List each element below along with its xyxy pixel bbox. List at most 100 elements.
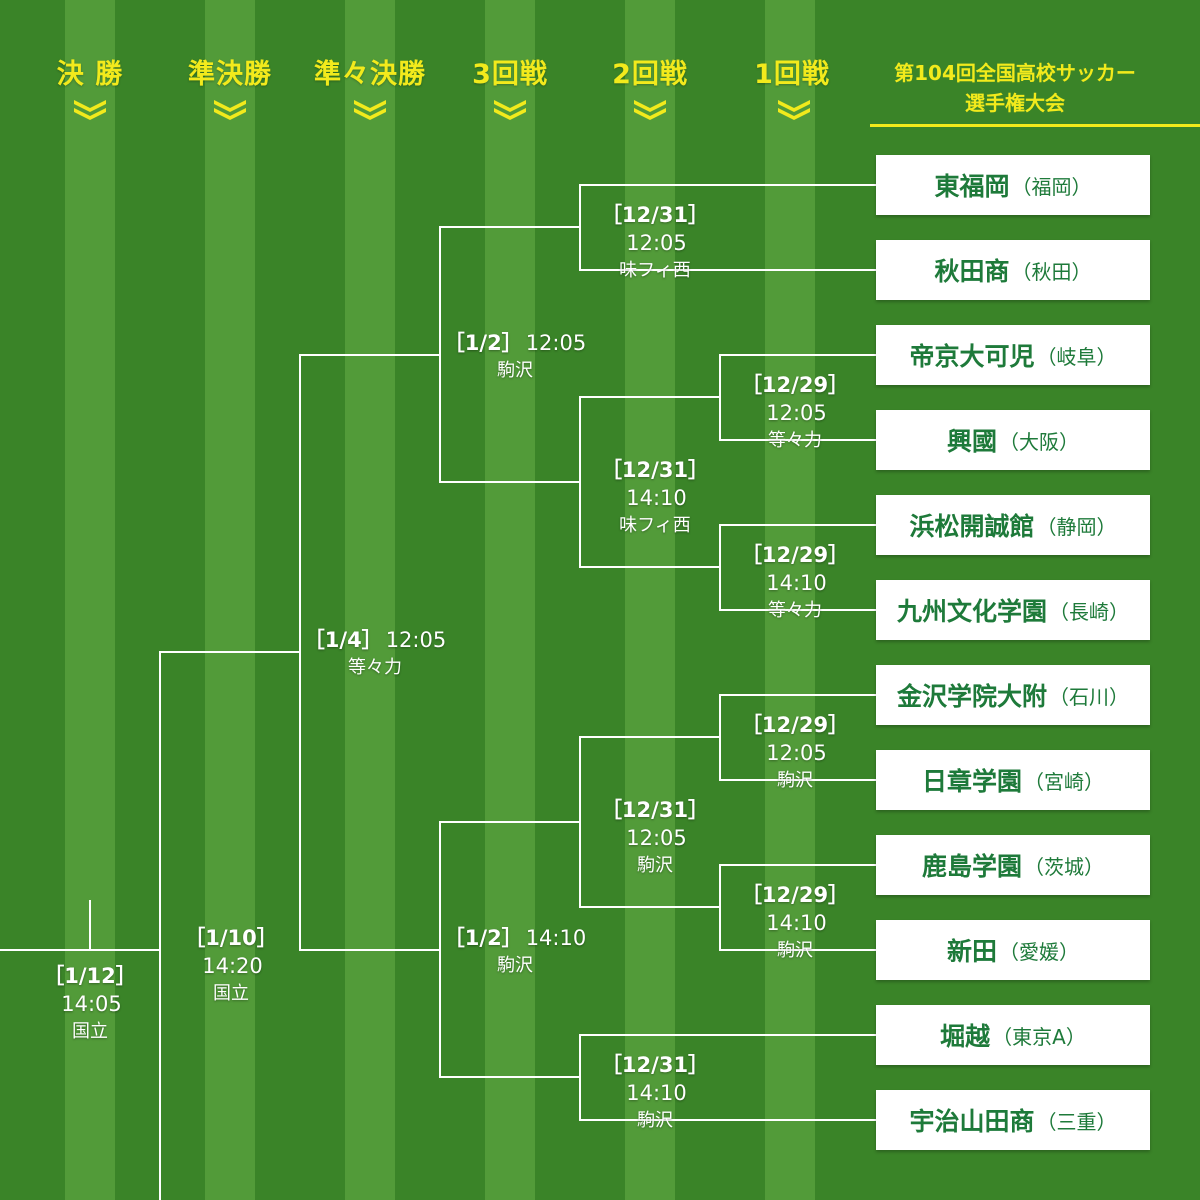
match-venue: 等々力 — [768, 430, 822, 451]
tournament-title-line2: 選手権大会 — [965, 91, 1065, 115]
match-venue: 駒沢 — [637, 855, 673, 876]
match-date: ［1/12］ — [43, 964, 137, 988]
round-label-final: 決 勝 — [56, 59, 124, 90]
match-venue: 味フィ西 — [619, 515, 691, 536]
match-venue: 駒沢 — [777, 770, 813, 791]
team-name: 堀越 — [940, 1022, 991, 1051]
round-label-round3: 3回戦 — [472, 59, 548, 90]
round-label-semifinal: 準決勝 — [188, 59, 272, 90]
team-name: 興國 — [946, 427, 997, 456]
team-name: 秋田商 — [934, 257, 1010, 286]
team-name: 宇治山田商 — [909, 1107, 1035, 1136]
match-time: 12:05 — [626, 826, 687, 850]
chevron-down-icon — [214, 100, 246, 120]
match-date: ［12/31］ — [600, 203, 710, 227]
match-time: 14:05 — [61, 992, 122, 1016]
chevron-down-icon — [634, 100, 666, 120]
match-info: ［12/29］ 12:05 等々力 — [720, 372, 870, 454]
match-info: ［12/31］ 12:05 味フィ西 — [580, 202, 730, 284]
match-date: ［1/10］ — [184, 926, 278, 950]
match-venue: 駒沢 — [777, 940, 813, 961]
team-prefecture: （秋田） — [1011, 259, 1092, 284]
team-prefecture: （福岡） — [1011, 174, 1092, 199]
team-box: 堀越（東京A） — [876, 1005, 1150, 1065]
team-prefecture: （石川） — [1049, 684, 1129, 709]
match-date: ［12/29］ — [740, 713, 850, 737]
team-box: 帝京大可児（岐阜） — [876, 325, 1150, 385]
match-time: 14:20 — [202, 954, 263, 978]
match-time: 14:10 — [626, 486, 687, 510]
match-time: 12:05 — [766, 401, 827, 425]
match-time: 12:05 — [766, 741, 827, 765]
team-prefecture: （静岡） — [1036, 514, 1117, 539]
team-box: 鹿島学園（茨城） — [876, 835, 1150, 895]
match-date: ［12/29］ — [740, 543, 850, 567]
team-prefecture: （大阪） — [999, 429, 1079, 454]
match-time: 14:10 — [766, 571, 827, 595]
chevron-down-icon — [354, 100, 386, 120]
round-label-quarterfinal: 準々決勝 — [314, 59, 426, 90]
match-info: ［1/12］ 14:05 国立 — [15, 963, 165, 1045]
match-venue: 国立 — [72, 1021, 108, 1042]
match-date: ［12/29］ — [740, 373, 850, 397]
team-box: 新田（愛媛） — [876, 920, 1150, 980]
team-name: 浜松開誠館 — [909, 512, 1035, 541]
match-date: ［12/31］ — [600, 458, 710, 482]
round-label-round1: 1回戦 — [754, 59, 830, 90]
team-prefecture: （愛媛） — [999, 939, 1079, 964]
team-box: 興國（大阪） — [876, 410, 1150, 470]
match-info: ［1/2］14:10 駒沢 — [440, 925, 590, 979]
tournament-title: 第104回全国高校サッカー 選手権大会 — [870, 58, 1160, 118]
chevron-down-icon — [494, 100, 526, 120]
team-box: 東福岡（福岡） — [876, 155, 1150, 215]
match-info: ［1/10］ 14:20 国立 — [156, 925, 306, 1007]
chevron-down-icon — [74, 100, 106, 120]
match-time: 14:10 — [766, 911, 827, 935]
match-venue: 等々力 — [348, 657, 402, 678]
team-prefecture: （宮崎） — [1024, 769, 1104, 794]
match-venue: 駒沢 — [637, 1110, 673, 1131]
team-prefecture: （長崎） — [1049, 599, 1129, 624]
team-box: 秋田商（秋田） — [876, 240, 1150, 300]
team-name: 新田 — [946, 937, 997, 966]
match-date: ［12/31］ — [600, 798, 710, 822]
team-name: 日章学園 — [921, 767, 1022, 796]
match-info: ［12/29］ 14:10 等々力 — [720, 542, 870, 624]
match-date: ［1/2］ — [443, 331, 523, 355]
team-name: 東福岡 — [934, 172, 1010, 201]
team-name: 金沢学院大附 — [896, 682, 1047, 711]
match-time: 14:10 — [626, 1081, 687, 1105]
team-box: 金沢学院大附（石川） — [876, 665, 1150, 725]
team-box: 浜松開誠館（静岡） — [876, 495, 1150, 555]
match-venue: 等々力 — [768, 600, 822, 621]
match-time: 12:05 — [626, 231, 687, 255]
team-box: 宇治山田商（三重） — [876, 1090, 1150, 1150]
match-info: ［1/2］12:05 駒沢 — [440, 330, 590, 384]
match-time: 12:05 — [525, 331, 587, 355]
match-venue: 味フィ西 — [619, 260, 691, 281]
match-venue: 駒沢 — [497, 360, 533, 381]
team-name: 九州文化学園 — [896, 597, 1047, 626]
match-date: ［1/4］ — [303, 628, 383, 652]
team-prefecture: （三重） — [1036, 1109, 1117, 1134]
team-prefecture: （茨城） — [1024, 854, 1104, 879]
match-info: ［12/31］ 14:10 味フィ西 — [580, 457, 730, 539]
round-label-round2: 2回戦 — [612, 59, 688, 90]
chevron-down-icon — [778, 100, 810, 120]
match-date: ［1/2］ — [443, 926, 523, 950]
team-box: 日章学園（宮崎） — [876, 750, 1150, 810]
match-venue: 国立 — [213, 983, 249, 1004]
title-underline — [870, 124, 1200, 127]
team-name: 帝京大可児 — [909, 342, 1035, 371]
match-info: ［12/31］ 12:05 駒沢 — [580, 797, 730, 879]
team-name: 鹿島学園 — [921, 852, 1022, 881]
match-info: ［12/31］ 14:10 駒沢 — [580, 1052, 730, 1134]
match-info: ［12/29］ 12:05 駒沢 — [720, 712, 870, 794]
match-date: ［12/31］ — [600, 1053, 710, 1077]
team-prefecture: （岐阜） — [1036, 344, 1117, 369]
match-time: 14:10 — [525, 926, 587, 950]
match-venue: 駒沢 — [497, 955, 533, 976]
